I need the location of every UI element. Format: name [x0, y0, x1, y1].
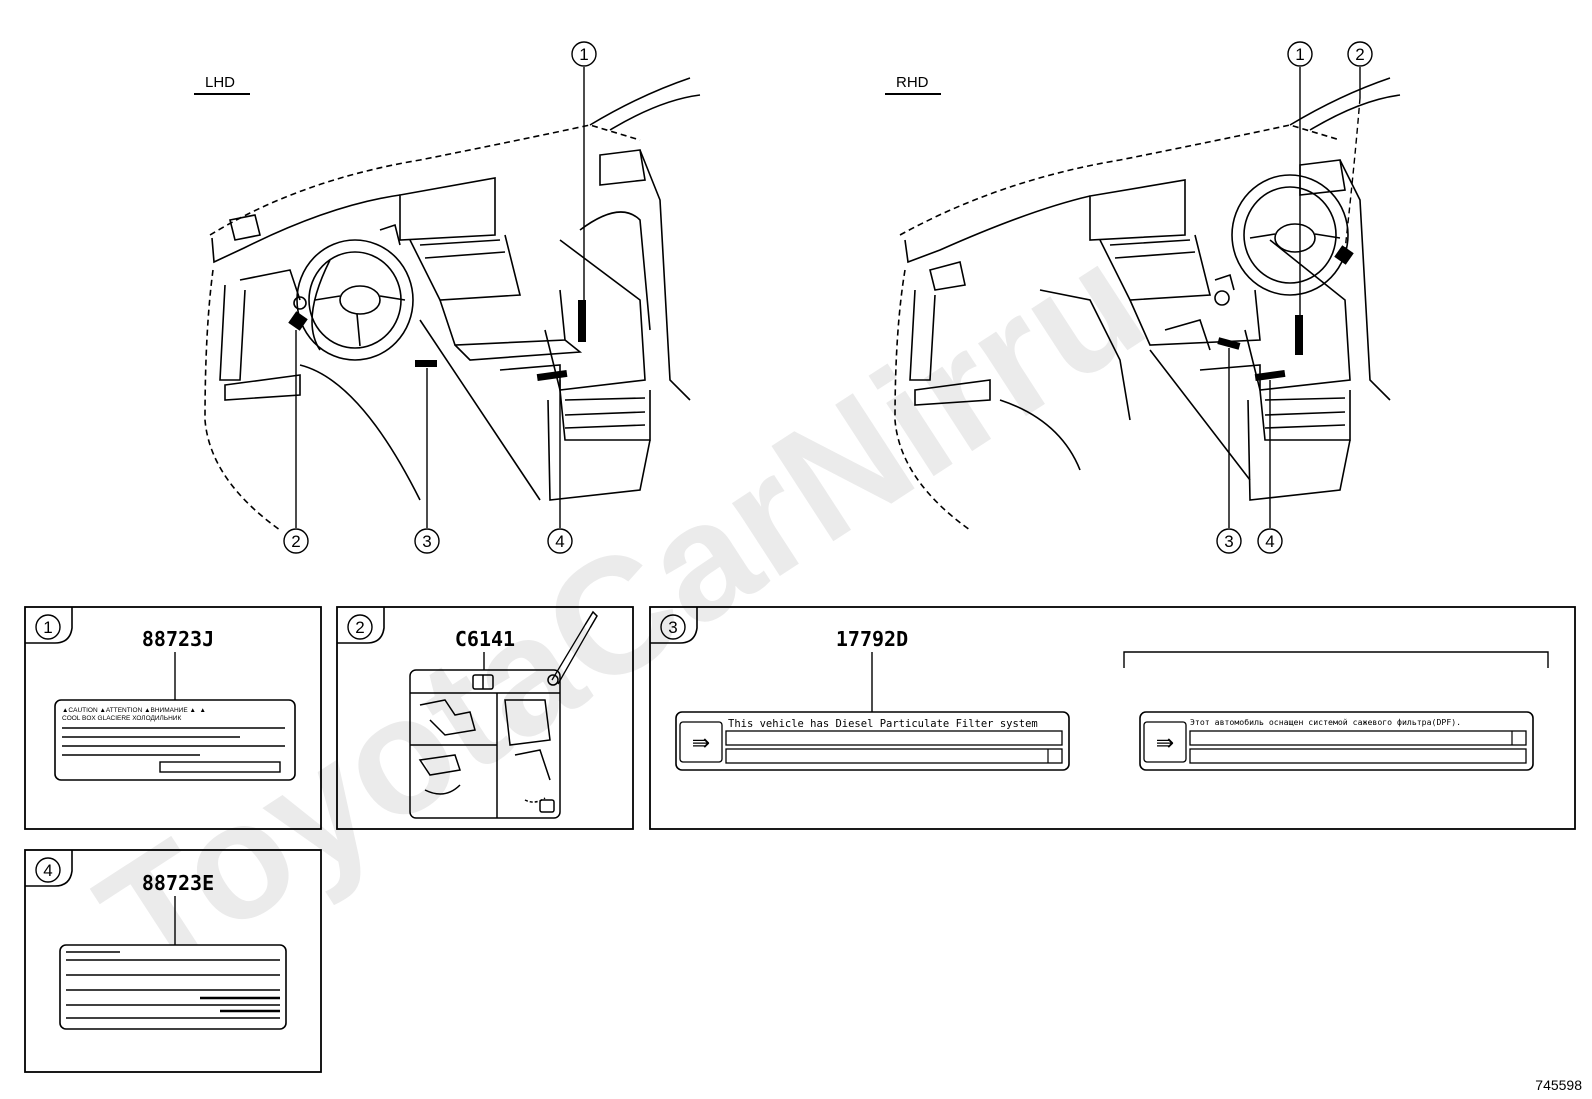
rhd-callout-2: 2: [1355, 45, 1364, 64]
part-1-code: 88723J: [142, 627, 214, 651]
part-2-label-sticker: [409, 610, 598, 819]
part-3-label-ru: ⇛ Этот автомобиль оснащен системой сажев…: [1139, 711, 1534, 771]
lhd-callout-4: 4: [555, 532, 564, 551]
part-box-1-number: 1: [43, 618, 52, 637]
lhd-callouts: 1 2 3 4: [283, 41, 597, 554]
part-3-label-en-text: This vehicle has Diesel Particulate Filt…: [728, 718, 1038, 730]
lhd-callout-1: 1: [579, 45, 588, 64]
diagram-id: 745598: [1535, 1077, 1582, 1093]
rhd-callout-1: 1: [1295, 45, 1304, 64]
lhd-view: LHD: [194, 67, 701, 531]
part-3-label-ru-text: Этот автомобиль оснащен системой сажевог…: [1190, 717, 1461, 727]
part-3-label-en: ⇛ This vehicle has Diesel Particulate Fi…: [675, 711, 1070, 771]
dpf-icon-ru: ⇛: [1156, 730, 1174, 755]
part-box-4: 4 88723E: [24, 849, 322, 1073]
watermark: ToyotaCarNirru: [69, 208, 1174, 1015]
part-box-3: 3 17792D ⇛ This vehicle has Diesel Parti…: [649, 606, 1576, 830]
part-box-1: 1 88723J ▲CAUTION ▲ATTENTION ▲ВНИМАНИЕ ▲…: [24, 606, 322, 830]
part-4-label-sticker: [59, 944, 287, 1030]
part-box-3-number: 3: [668, 618, 677, 637]
part-3-code: 17792D: [836, 627, 908, 651]
part-1-label-caution: ▲CAUTION ▲ATTENTION ▲ВНИМАНИЕ ▲ ▲: [62, 707, 206, 714]
part-box-2-number: 2: [355, 618, 364, 637]
part-1-label-subtitle: COOL BOX GLACIERE ХОЛОДИЛЬНИК: [62, 715, 181, 722]
lhd-callout-2: 2: [291, 532, 300, 551]
lhd-callout-3: 3: [422, 532, 431, 551]
part-box-2: 2 C6141: [336, 606, 634, 830]
lhd-label: LHD: [205, 74, 235, 91]
rhd-view: RHD: [885, 67, 1401, 531]
part-box-4-number: 4: [43, 861, 52, 880]
dpf-icon: ⇛: [692, 730, 710, 755]
part-4-code: 88723E: [142, 871, 214, 895]
part-1-label-sticker: [54, 699, 296, 781]
part-2-code: C6141: [455, 627, 515, 651]
rhd-callout-3: 3: [1224, 532, 1233, 551]
rhd-label: RHD: [896, 74, 929, 91]
rhd-callout-4: 4: [1265, 532, 1274, 551]
rhd-callouts: 1 2 3 4: [1216, 41, 1373, 554]
